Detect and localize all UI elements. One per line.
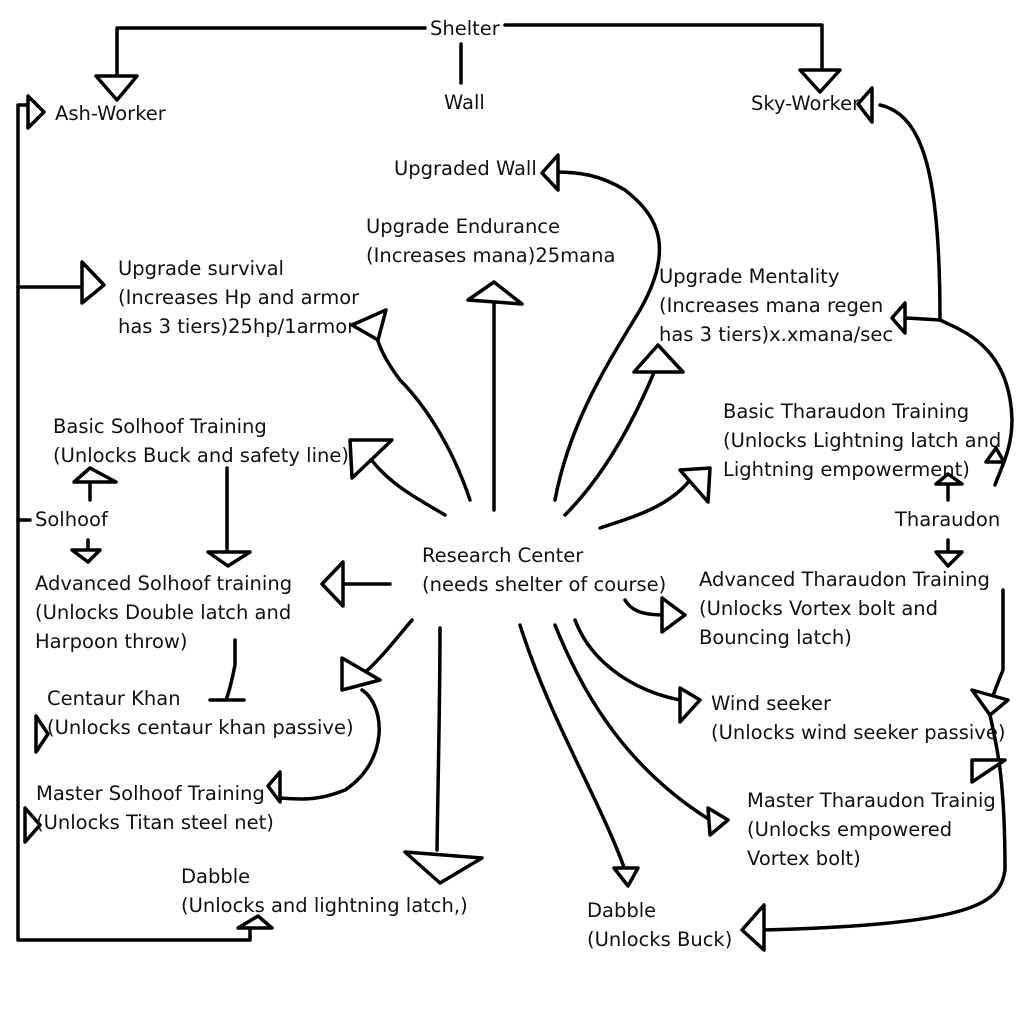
endurance-arrow [466, 280, 524, 306]
basic-solhoof-label: Basic Solhoof Training (Unlocks Buck and… [53, 415, 349, 467]
rc-to-master-tharaudon-line [553, 623, 712, 822]
basic-tharaudon-label: Basic Tharaudon Training (Unlocks Lightn… [723, 400, 1002, 481]
upgraded-wall-label: Upgraded Wall [394, 157, 537, 180]
rc-to-mentality-line [563, 368, 657, 517]
tharaudon-label: Tharaudon [895, 508, 1001, 531]
shelter-to-sky-worker-line [503, 23, 824, 82]
upgrade-survival-label: Upgrade survival (Increases Hp and armor… [118, 257, 360, 338]
solhoof-label: Solhoof [35, 508, 108, 531]
advanced-tharaudon-label: Advanced Tharaudon Training (Unlocks Vor… [699, 568, 990, 649]
centaur-to-master-solhoof-line [278, 688, 381, 801]
dabble-right-side-arrow [740, 903, 766, 952]
dabble-right-label: Dabble (Unlocks Buck) [587, 899, 733, 951]
solhoof-down-arrow [70, 548, 102, 564]
master-tharaudon-arrow [706, 806, 730, 837]
basic-tharaudon-arrow [678, 466, 712, 504]
rc-to-survival-line [373, 328, 472, 502]
sky-worker-arrow [798, 68, 842, 94]
rc-to-dabble-right-line [518, 623, 627, 872]
centaur-arrow [340, 656, 382, 692]
centaur-side-arrow [34, 714, 50, 754]
tharaudon-down-arrow [934, 550, 964, 568]
left-spine-line [16, 103, 252, 942]
sky-worker-label: Sky-Worker [751, 92, 861, 115]
master-solhoof-label: Master Solhoof Training (Unlocks Titan s… [36, 782, 274, 834]
research-center-label: Research Center (needs shelter of course… [422, 544, 667, 596]
dabble-left-top-arrow [403, 850, 484, 885]
master-solhoof-side-arrow [23, 806, 42, 844]
centaur-khan-label: Centaur Khan (Unlocks centaur khan passi… [47, 687, 354, 739]
dabble-right-arrow [612, 866, 640, 888]
rc-to-basic-solhoof-line [368, 456, 447, 517]
upgrade-mentality-label: Upgrade Mentality (Increases mana regen … [659, 265, 894, 346]
ash-worker-arrow [94, 74, 139, 102]
ash-worker-side-arrow [26, 94, 46, 130]
sky-worker-side-arrow [856, 86, 874, 124]
dabble-left-label: Dabble (Unlocks and lightning latch,) [181, 865, 468, 917]
survival-arrow [80, 260, 106, 305]
survival-tier-arrow [350, 308, 388, 342]
tharaudon-up-arrow [934, 472, 964, 486]
advanced-to-centaur-line [224, 638, 237, 702]
rc-to-upgraded-wall-line [553, 170, 662, 502]
wind-seeker-label: Wind seeker (Unlocks wind seeker passive… [711, 692, 1006, 744]
wind-seeker-arrow [678, 686, 702, 724]
mentality-arrow [632, 343, 685, 374]
upgrade-endurance-label: Upgrade Endurance (Increases mana)25mana [366, 215, 616, 267]
rc-to-wind-seeker-line [573, 618, 682, 702]
shelter-label: Shelter [430, 17, 500, 40]
wall-label: Wall [444, 91, 485, 114]
basic-to-advanced-solhoof-arrow [206, 550, 252, 568]
advanced-tharaudon-arrow [660, 596, 687, 634]
mentality-regen-arrow [890, 301, 907, 335]
rc-to-advanced-tharaudon-line [623, 598, 667, 617]
rc-to-basic-tharaudon-line [598, 478, 692, 530]
mentality-branch-line [904, 316, 942, 322]
rc-to-dabble-left-line [435, 626, 442, 852]
solhoof-up-arrow [72, 466, 118, 484]
sky-worker-spine-line [878, 103, 1014, 487]
master-tharaudon-right-arrow [970, 758, 1007, 784]
upgraded-wall-arrow [540, 153, 560, 192]
master-solhoof-arrow [266, 770, 282, 804]
master-tharaudon-label: Master Tharaudon Trainig (Unlocks empowe… [747, 789, 996, 870]
dabble-left-arrow [236, 914, 274, 930]
advanced-solhoof-label: Advanced Solhoof training (Unlocks Doubl… [35, 572, 293, 653]
wind-seeker-right-arrow [970, 688, 1010, 717]
ash-worker-label: Ash-Worker [55, 102, 166, 125]
basic-tharaudon-top-arrow [984, 446, 1006, 464]
advanced-solhoof-arrow [320, 560, 345, 608]
shelter-to-ash-worker-line [115, 26, 427, 87]
rc-to-centaur-line [360, 618, 414, 677]
basic-solhoof-arrow [348, 438, 394, 480]
